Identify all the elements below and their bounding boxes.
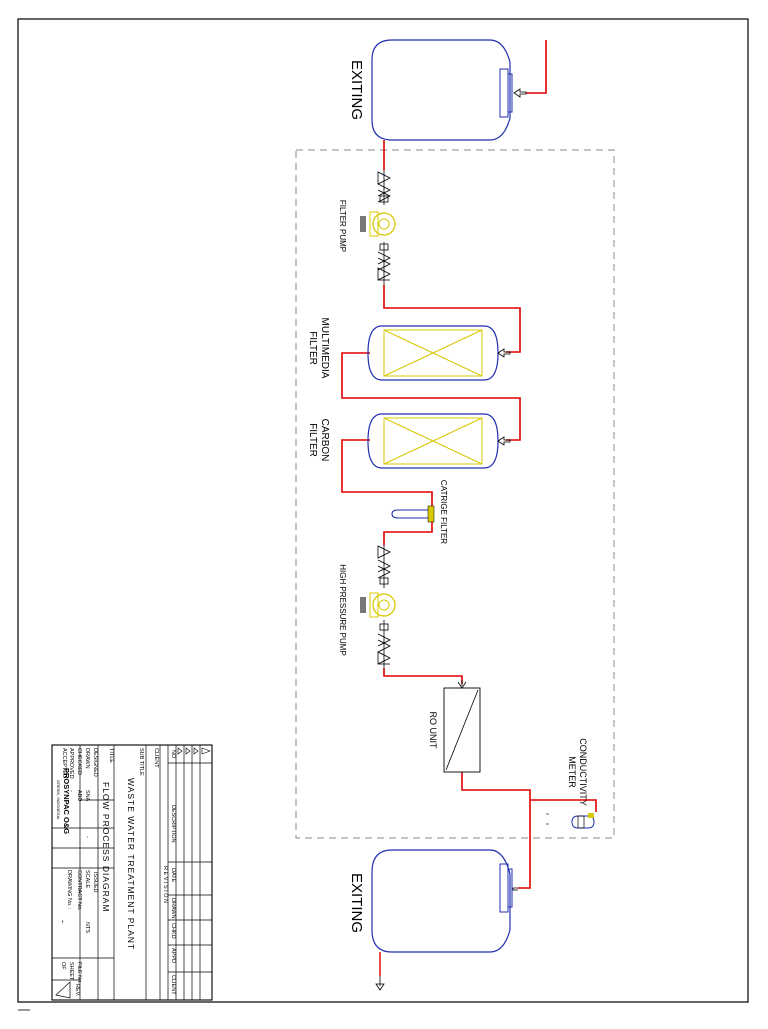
exiting-top-label: EXITING — [348, 60, 365, 120]
file-label: FILE No. — [76, 962, 82, 984]
hp-pump-valves — [377, 545, 391, 668]
exiting-bottom-label: EXITING — [348, 873, 365, 933]
multimedia-filter-vessel — [367, 325, 511, 381]
multimedia-to-carbon-pipe — [341, 352, 521, 441]
inlet-pipe — [526, 40, 547, 94]
rev-header-no: NO — [170, 750, 176, 759]
conductivity-label-line1: CONDUCTIVITY — [578, 738, 588, 806]
inlet-arrow-icon — [497, 436, 511, 446]
cartridge-to-hp-pump-pipe — [383, 520, 433, 545]
client-label: CLIENT — [153, 748, 159, 768]
process-piping — [341, 40, 597, 889]
rev-header-chkd: CHKD — [170, 923, 176, 939]
filter-pump-label: FILTER PUMP — [338, 200, 347, 252]
accepted-label: ACCEPTED — [61, 748, 67, 778]
rev-header-drawn: DRAWN — [170, 898, 176, 919]
gate-valve-icon — [377, 559, 391, 579]
inlet-arrow-icon — [513, 88, 527, 98]
designed-label: DESIGNED — [92, 748, 98, 777]
company-name: PROSYNPAC O&G — [62, 768, 71, 834]
sub-title-label: SUB TITLE — [138, 748, 144, 776]
conductivity-label-line2: METER — [567, 756, 577, 788]
multimedia-label-line1: MULTIMEDIA — [319, 318, 330, 379]
checked-value: ABD — [76, 790, 82, 801]
sheet-label: SHEET — [68, 962, 74, 981]
sub-title-text: WASTE WATER TREATMENT PLANT — [126, 778, 136, 950]
rev-triangle-icon — [55, 981, 71, 999]
scale-value: NTS — [84, 922, 90, 933]
high-pressure-pump-label: HIGH PRESSURE PUMP — [338, 564, 347, 656]
title-text: FLOW PROCESS DIAGRAM — [101, 782, 111, 913]
checked-label: CHECKED — [76, 748, 82, 775]
gate-valve-icon — [377, 251, 391, 271]
drawn-value: SNA — [84, 790, 90, 802]
rev-label: REV. — [74, 984, 80, 997]
catrige-filter-label: CATRIGE FILTER — [439, 480, 448, 544]
contract-label: CONTRACT No. — [76, 870, 82, 911]
drawing-value: - — [58, 920, 68, 923]
check-valve-icon — [377, 651, 391, 665]
carbon-label-line1: CARBON — [319, 419, 330, 462]
pump-to-multimedia-pipe — [383, 285, 521, 353]
approved-value: - — [68, 790, 74, 792]
drawing-label: DRAWING No. : — [66, 870, 72, 910]
conductivity-meter — [546, 813, 595, 829]
gate-valve-icon — [377, 633, 391, 653]
ro-to-tank-pipe — [461, 772, 531, 889]
title-block: NO DESCRIPTION DATE DRAWN CHKD APPD CLIE… — [51, 744, 213, 1001]
rev-header-description: DESCRIPTION — [170, 805, 176, 843]
inlet-arrow-icon — [497, 348, 511, 358]
filter-pump — [360, 211, 396, 237]
rev-header-appd: APPD — [170, 948, 176, 963]
carbon-filter-vessel — [367, 413, 511, 469]
multimedia-label-line2: FILTER — [307, 331, 318, 365]
approved-label: APPROVED — [68, 748, 74, 779]
rev-header-client: CLIENT — [170, 975, 176, 995]
conductivity-branch-pipe — [530, 799, 597, 812]
drawn-label: DRAWN — [84, 748, 90, 769]
issued-label: ISSUED — [92, 872, 98, 893]
carbon-to-cartridge-pipe — [341, 439, 433, 509]
carbon-label-line2: FILTER — [307, 423, 318, 457]
check-valve-icon — [377, 267, 391, 281]
outlet-arrow-icon — [375, 976, 385, 991]
cartridge-filter — [391, 505, 435, 523]
inlet-arrow-icon — [457, 680, 467, 689]
of-label: OF — [60, 962, 66, 970]
title-label: TITLE — [108, 748, 114, 763]
package-boundary — [295, 149, 615, 839]
rev-header-date: DATE — [170, 868, 176, 883]
hp-pump-to-ro-pipe — [383, 668, 463, 684]
dash-cell: - — [84, 836, 90, 838]
exiting-tank-bottom — [371, 849, 518, 991]
company-location: GRESIK, INDONESIA — [56, 780, 61, 820]
ro-unit — [443, 680, 481, 773]
sheet-border — [17, 18, 749, 1003]
revision-markers — [177, 747, 211, 755]
check-valve-icon — [377, 171, 391, 185]
ro-unit-label: RO UNIT — [428, 712, 438, 750]
high-pressure-pump — [360, 592, 396, 618]
exiting-tank-top — [371, 39, 527, 141]
scale-label: SCALE — [84, 870, 90, 888]
filter-pump-valves — [377, 170, 391, 285]
check-valve-icon — [377, 545, 391, 559]
revision-word: R E V I S I O N — [162, 866, 168, 903]
gate-valve-icon — [377, 183, 391, 203]
